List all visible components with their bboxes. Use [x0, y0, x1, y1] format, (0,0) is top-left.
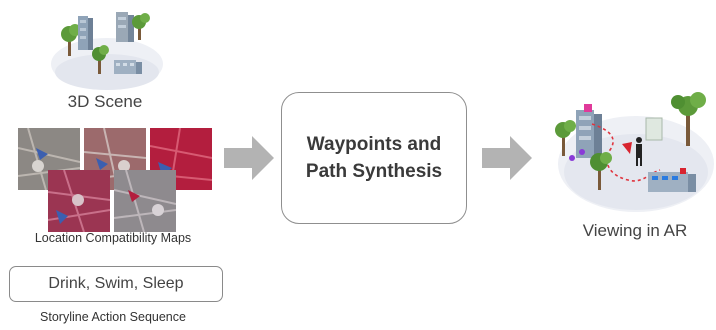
arrow-right-icon: [482, 136, 532, 180]
person-icon: [636, 137, 642, 166]
storyline-label: Storyline Action Sequence: [40, 310, 186, 324]
ar-path: [591, 123, 661, 182]
action-sequence-box: Drink, Swim, Sleep: [9, 266, 223, 302]
ar-view-illustration: [555, 92, 714, 212]
ar-object: [584, 104, 592, 112]
tree-icon: [555, 120, 576, 156]
tree-icon: [590, 152, 612, 190]
map-tile: [48, 170, 110, 232]
ar-object: [569, 155, 575, 161]
synthesis-box: Waypoints and Path Synthesis: [281, 92, 467, 224]
ar-panel: [645, 117, 663, 141]
map-tile: [114, 170, 176, 232]
3d-scene-illustration: [51, 12, 163, 90]
building-icon: [114, 60, 142, 74]
building-icon: [648, 168, 696, 192]
building-icon: [78, 16, 93, 50]
tree-icon: [92, 45, 109, 74]
ar-object: [579, 149, 585, 155]
tree-icon: [671, 92, 706, 146]
synthesis-title-line2: Path Synthesis: [305, 161, 443, 182]
building-icon: [116, 12, 134, 42]
scene-ground-shadow: [55, 54, 159, 90]
ar-label: Viewing in AR: [582, 221, 688, 240]
ar-marker: [622, 142, 632, 154]
building-icon: [576, 110, 602, 158]
synthesis-title-line1: Waypoints and: [306, 134, 442, 155]
arrow-right-icon: [224, 136, 274, 180]
maps-label: Location Compatibility Maps: [34, 231, 192, 245]
compatibility-maps: [16, 126, 216, 232]
action-sequence-text: Drink, Swim, Sleep: [48, 275, 184, 292]
scene-label: 3D Scene: [67, 92, 143, 111]
tree-icon: [132, 13, 150, 40]
